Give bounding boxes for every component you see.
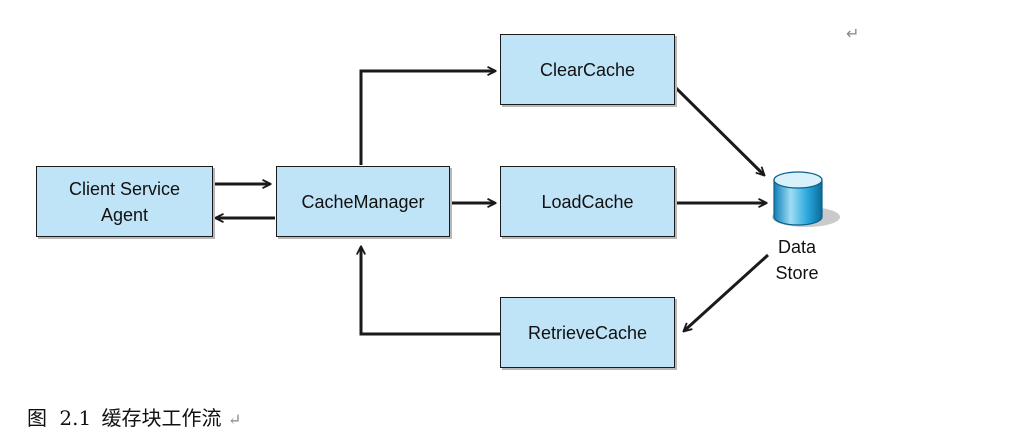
client-agent-label-line1: Client Service <box>68 178 181 199</box>
arrow-retrievecache-to-manager <box>361 247 500 336</box>
caption-prefix: 图 <box>27 406 47 430</box>
retrievecache-label: RetrieveCache <box>527 322 648 343</box>
client-service-agent-node: Client Service Agent <box>36 166 213 237</box>
caption-text: 缓存块工作流 <box>101 406 222 430</box>
retrievecache-node: RetrieveCache <box>500 297 675 368</box>
database-icon <box>772 171 840 227</box>
arrow-datastore-to-retrievecache <box>684 253 770 331</box>
cachemanager-label: CacheManager <box>301 191 425 212</box>
data-store-label-line2: Store <box>775 263 819 283</box>
loadcache-node: LoadCache <box>500 166 675 237</box>
clearcache-node: ClearCache <box>500 34 675 105</box>
arrow-manager-to-clearcache <box>359 71 495 165</box>
caption-return-mark: ↵ <box>227 410 242 429</box>
caption-number: 2.1 <box>59 406 92 430</box>
figure-caption: 图 2.1 缓存块工作流 ↵ <box>27 402 241 431</box>
loadcache-label: LoadCache <box>541 191 634 212</box>
top-right-return-mark: ↵ <box>846 24 860 43</box>
cachemanager-node: CacheManager <box>276 166 450 237</box>
clearcache-label: ClearCache <box>539 59 636 80</box>
arrow-clearcache-to-datastore <box>674 86 764 175</box>
data-store-label-line1: Data <box>777 237 817 257</box>
client-agent-label-line2: Agent <box>100 204 149 225</box>
data-store-label: Data Store <box>762 234 832 286</box>
